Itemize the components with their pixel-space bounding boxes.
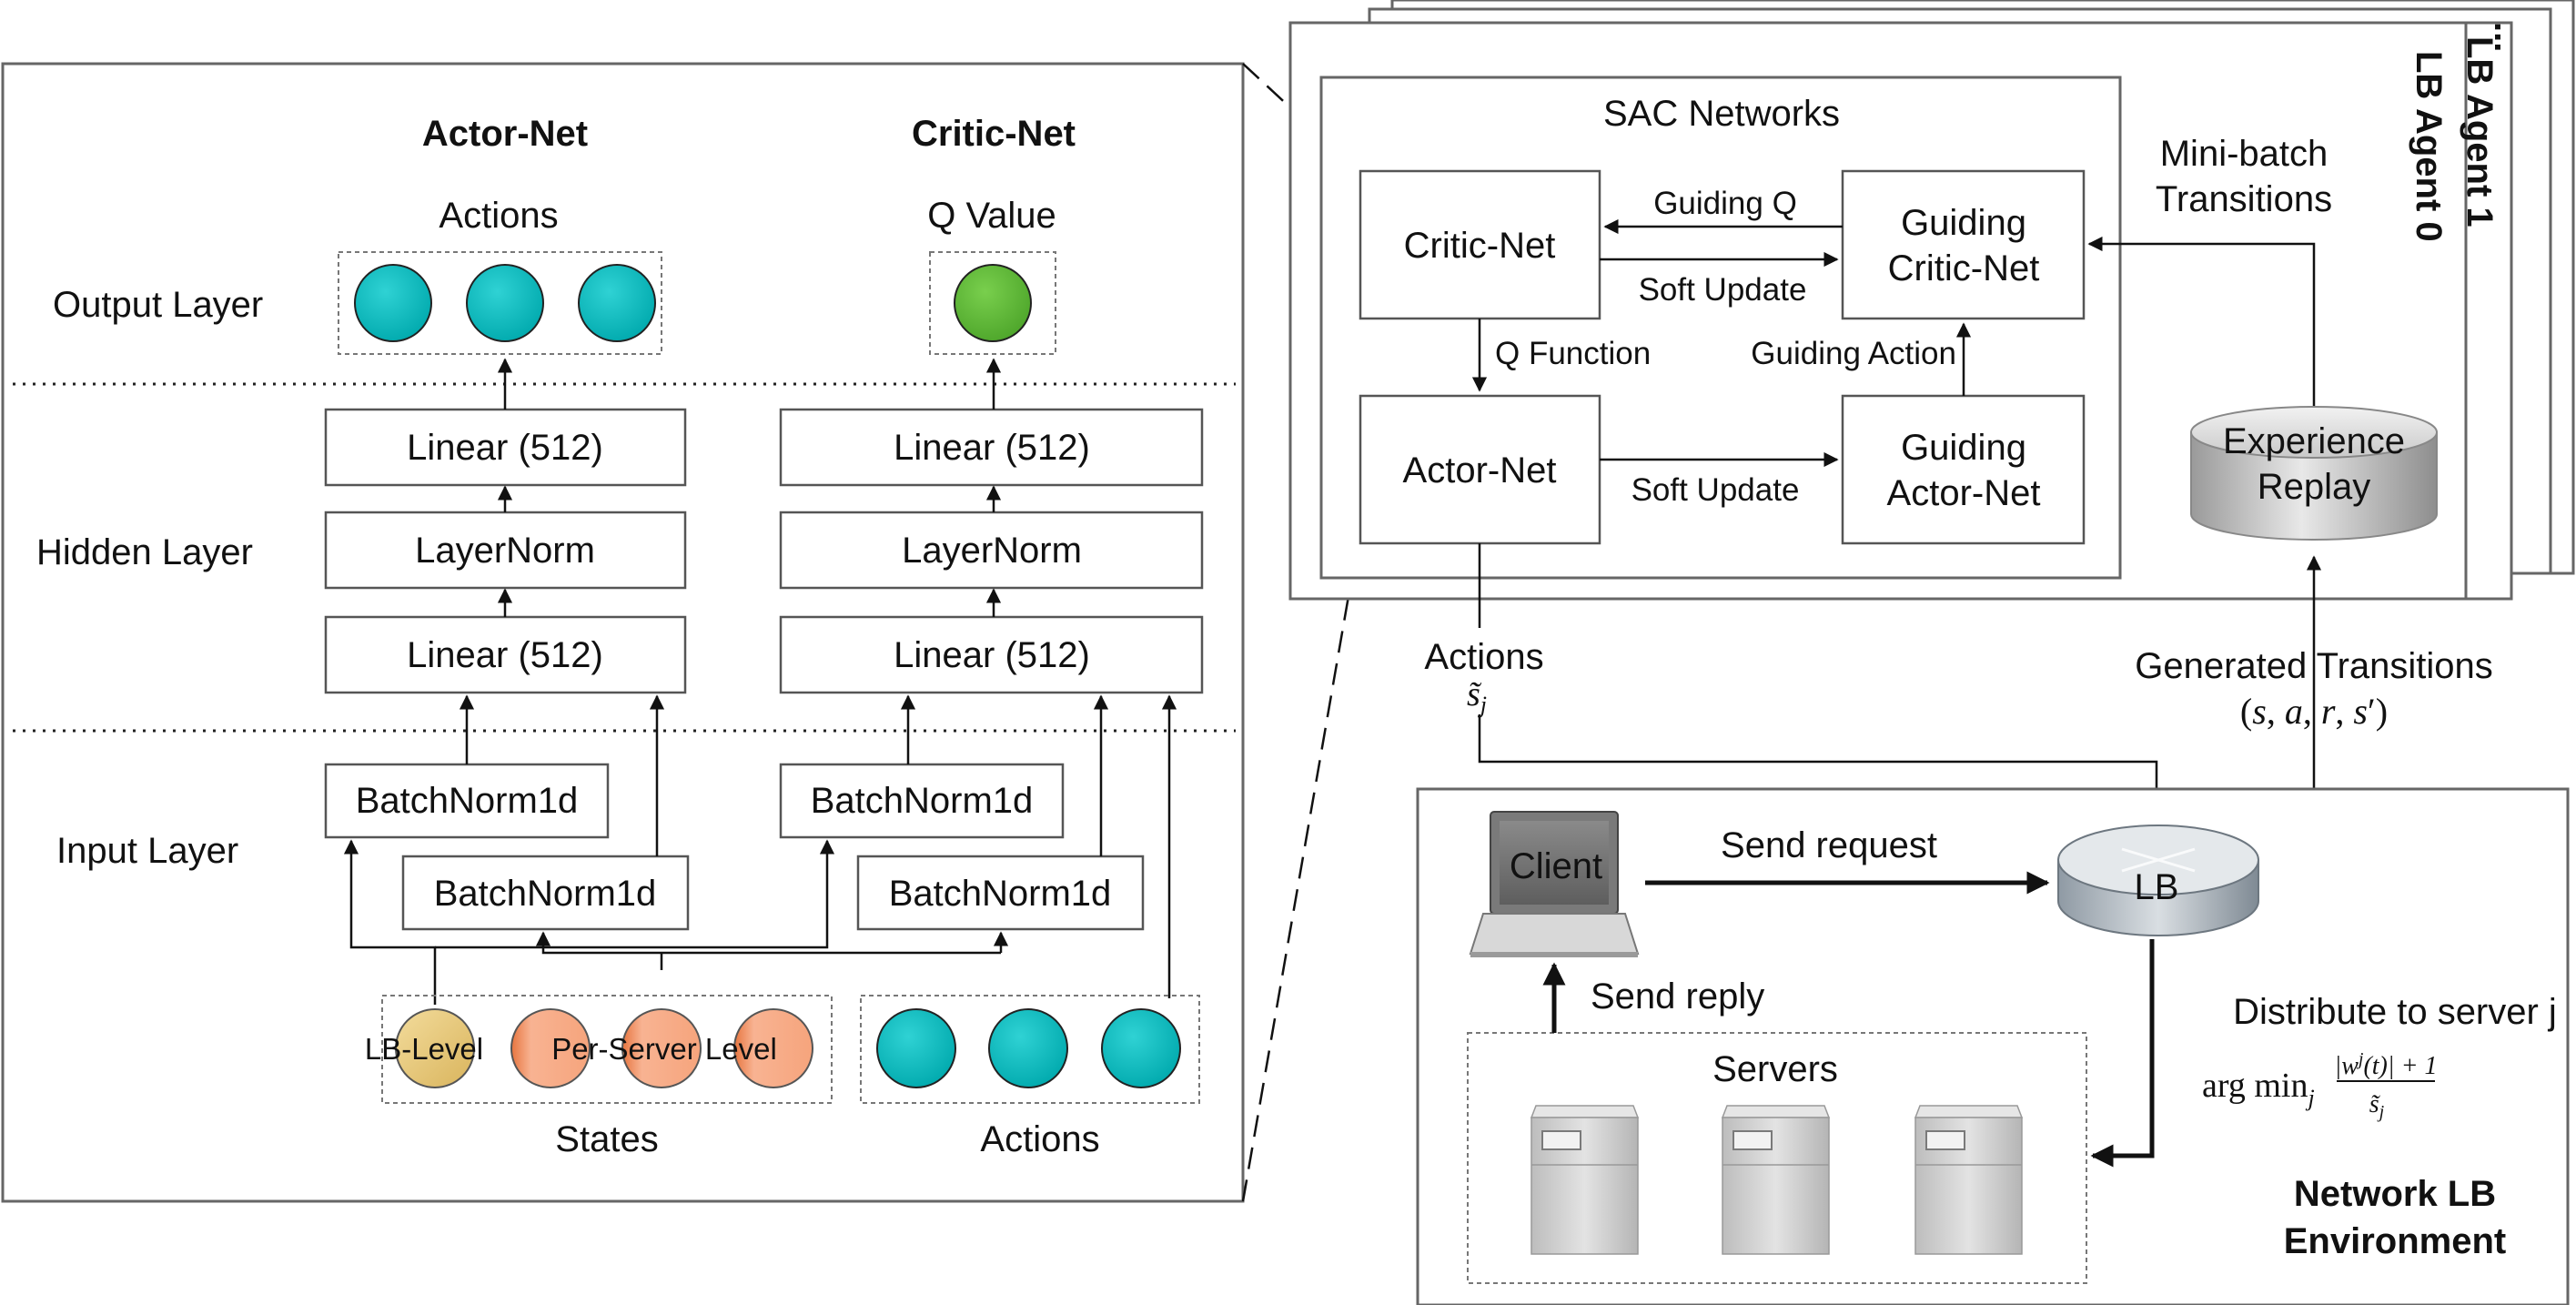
actor-layernorm-label: LayerNorm: [415, 531, 595, 571]
guiding-q-label: Guiding Q: [1653, 186, 1797, 221]
actions-output-label: Actions: [439, 196, 558, 236]
soft-update-actor-label: Soft Update: [1631, 472, 1800, 508]
environment-panel: Client Send request LB Distribute to ser…: [1416, 787, 2570, 1305]
experience-label-2: Replay: [2258, 467, 2371, 507]
server-icon-2: [1721, 1105, 1831, 1255]
critic-net-box: [1359, 169, 1601, 320]
per-server-node-2: [621, 1008, 702, 1088]
zoom-line-bottom: [1241, 538, 1360, 1202]
hidden-layer-label: Hidden Layer: [36, 532, 253, 572]
experience-label-1: Experience: [2223, 421, 2405, 461]
lb-level-label: LB-Level: [365, 1032, 483, 1066]
per-server-to-actor-bn2: [535, 931, 1001, 955]
states-label: States: [555, 1119, 658, 1159]
critic-linear-top-label: Linear (512): [894, 428, 1090, 468]
action-input-node-1: [876, 1008, 956, 1088]
lb-label: LB: [2135, 867, 2179, 907]
client-laptop-icon: [1469, 811, 1640, 957]
soft-update-critic-label: Soft Update: [1639, 272, 1807, 308]
critic-batchnorm-1-label: BatchNorm1d: [811, 781, 1034, 821]
critic-batchnorm-2: [856, 855, 1145, 931]
lb-level-to-actor-bn1: [343, 839, 437, 1005]
actions-flow-label: Actions: [1424, 637, 1543, 677]
minibatch-label-2: Transitions: [2156, 179, 2332, 219]
generated-transitions-label: Generated Transitions: [2135, 646, 2493, 686]
s-tilde-j-symbol: s̃j: [1467, 675, 1487, 718]
experience-replay-database-icon: [2190, 406, 2438, 541]
critic-net-label: Critic-Net: [1404, 226, 1556, 266]
actor-output-node-3: [578, 264, 656, 342]
guiding-actor-net-box: [1841, 394, 2086, 545]
per-server-node-1: [510, 1008, 591, 1088]
critic-batchnorm-1: [779, 763, 1065, 839]
guiding-critic-label-2: Critic-Net: [1888, 248, 2040, 288]
actor-net-title: Actor-Net: [422, 114, 588, 154]
actor-output-group: [338, 251, 662, 355]
guiding-actor-label-2: Actor-Net: [1887, 473, 2041, 513]
actor-batchnorm-2-label: BatchNorm1d: [434, 874, 657, 914]
lb-agent-0-label: LB Agent 0: [2409, 51, 2449, 242]
minibatch-label-1: Mini-batch: [2160, 134, 2329, 174]
critic-linear-bottom-label: Linear (512): [894, 635, 1090, 675]
transition-tuple-formula: (s, a, r, s′): [2240, 691, 2388, 732]
critic-linear-top: [779, 408, 1204, 487]
actor-batchnorm-1: [324, 763, 610, 839]
critic-layernorm-label: LayerNorm: [902, 531, 1082, 571]
send-reply-label: Send reply: [1591, 976, 1764, 1017]
critic-linear-bottom: [779, 615, 1204, 694]
guiding-critic-label-1: Guiding: [1901, 203, 2026, 243]
actor-linear-top-label: Linear (512): [407, 428, 603, 468]
lb-agent-1-label: LB Agent 1: [2460, 36, 2500, 228]
output-layer-label: Output Layer: [53, 285, 263, 325]
action-input-node-2: [988, 1008, 1068, 1088]
actor-batchnorm-1-label: BatchNorm1d: [356, 781, 579, 821]
actor-linear-bottom: [324, 615, 687, 694]
actions-input-group: [860, 995, 1200, 1104]
argmin-formula: arg minj: [2202, 1067, 2315, 1111]
actor-batchnorm-2: [401, 855, 690, 931]
actions-input-label: Actions: [980, 1119, 1099, 1159]
servers-label: Servers: [1712, 1049, 1838, 1089]
q-function-label: Q Function: [1495, 336, 1651, 371]
per-server-level-label: Per-Server Level: [551, 1032, 777, 1066]
environment-title-2: Environment: [2284, 1221, 2506, 1261]
actor-output-node-2: [466, 264, 544, 342]
critic-batchnorm-2-label: BatchNorm1d: [889, 874, 1112, 914]
guiding-actor-label-1: Guiding: [1901, 428, 2026, 468]
server-icon-1: [1530, 1105, 1640, 1255]
distribute-arrow: [2090, 939, 2155, 1168]
lb-level-to-critic-bn1: [435, 839, 835, 949]
states-group: [381, 995, 833, 1104]
critic-output-group: [929, 251, 1056, 355]
lb-agents-panel: ... LB Agent 1 LB Agent 0 SAC Networks C…: [1288, 0, 2575, 601]
minibatch-arrow: [2087, 236, 2316, 407]
guiding-critic-net-box: [1841, 169, 2086, 320]
actor-linear-bottom-label: Linear (512): [407, 635, 603, 675]
server-icon-3: [1914, 1105, 2024, 1255]
client-label: Client: [1510, 846, 1602, 886]
more-agents-ellipsis: ...: [2487, 22, 2527, 52]
argmin-numerator: |wj(t)| + 1: [2335, 1049, 2438, 1080]
environment-title-1: Network LB: [2294, 1174, 2496, 1214]
send-request-label: Send request: [1721, 825, 1937, 865]
critic-q-node: [954, 264, 1032, 342]
actor-net-box: [1359, 394, 1601, 545]
actor-critic-panel: Actor-Net Critic-Net Actions Q Value Out…: [1, 62, 1360, 1203]
distribute-label: Distribute to server j: [2233, 992, 2557, 1032]
actor-layernorm: [324, 511, 687, 590]
actor-output-node-1: [354, 264, 432, 342]
sac-networks-title: SAC Networks: [1603, 94, 1840, 134]
actor-net-label: Actor-Net: [1403, 450, 1557, 491]
per-server-node-3: [733, 1008, 813, 1088]
guiding-action-label: Guiding Action: [1751, 336, 1956, 371]
lb-router-icon: [2057, 824, 2259, 936]
critic-layernorm: [779, 511, 1204, 590]
actor-linear-top: [324, 408, 687, 487]
lb-level-node: [395, 1008, 475, 1088]
critic-net-title: Critic-Net: [912, 114, 1076, 154]
q-value-label: Q Value: [927, 196, 1056, 236]
input-layer-label: Input Layer: [56, 831, 238, 871]
action-input-node-3: [1101, 1008, 1181, 1088]
